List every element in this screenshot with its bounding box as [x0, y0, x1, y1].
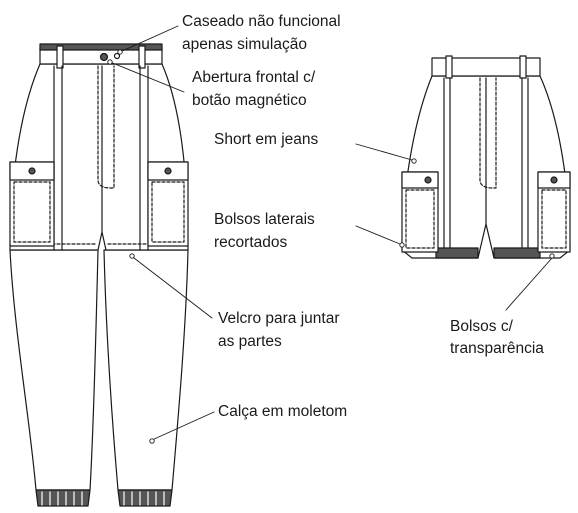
transparencia-line-2: transparência — [450, 340, 544, 357]
shorts-pocket-right-stitch — [541, 189, 567, 249]
transparencia-line-1: Bolsos c/ — [450, 318, 514, 335]
shorts-hem-band-left — [435, 247, 479, 259]
right-lower-leg — [103, 249, 189, 491]
belt-loop — [445, 55, 453, 79]
pocket-button-icon — [550, 176, 558, 184]
pocket-button-icon — [28, 167, 36, 175]
full-pants — [9, 43, 189, 507]
leader-bolsos-laterais — [355, 225, 401, 245]
leader-velcro — [133, 257, 213, 319]
pocket-button-icon — [164, 167, 172, 175]
shorts-pocket-left-stitch — [405, 189, 435, 249]
pocket-button-icon — [424, 176, 432, 184]
velcro-line-2: as partes — [218, 333, 282, 350]
abertura-line-1: Abertura frontal c/ — [192, 69, 316, 86]
leader-caseado — [119, 25, 179, 53]
cargo-pocket-right-stitch — [151, 181, 185, 243]
leader-transparencia — [505, 257, 553, 311]
annotation-bolsos-laterais: Bolsos laterais recortados — [214, 211, 315, 251]
belt-loop — [138, 45, 146, 69]
abertura-line-2: botão magnético — [192, 92, 307, 109]
leader-short — [355, 143, 413, 161]
annotation-abertura: Abertura frontal c/ botão magnético — [192, 69, 316, 109]
bolsos-laterais-line-1: Bolsos laterais — [214, 211, 315, 228]
caseado-line-1: Caseado não funcional — [182, 13, 341, 30]
pants-waistband-top-band — [39, 43, 163, 51]
belt-loop — [56, 45, 64, 69]
annotation-calca: Calça em moletom — [218, 403, 347, 420]
annotation-velcro: Velcro para juntar as partes — [218, 310, 340, 350]
annotation-bolsos-transparencia: Bolsos c/ transparência — [450, 318, 544, 357]
calca-line-1: Calça em moletom — [218, 403, 347, 420]
fly-stitch — [97, 65, 115, 189]
shorts-waistband — [431, 57, 541, 77]
leader-calca — [151, 411, 215, 441]
bolsos-laterais-line-2: recortados — [214, 234, 287, 251]
shorts-hem-band-right — [493, 247, 541, 259]
left-lower-leg — [9, 249, 99, 491]
cargo-pocket-left-stitch — [13, 181, 51, 243]
shorts-fly-stitch — [479, 77, 497, 189]
short-line-1: Short em jeans — [214, 131, 318, 148]
annotation-caseado: Caseado não funcional apenas simulação — [182, 13, 341, 53]
magnetic-button — [99, 52, 109, 62]
caseado-line-2: apenas simulação — [182, 36, 307, 53]
right-cuff — [117, 489, 173, 507]
velcro-line-1: Velcro para juntar — [218, 310, 340, 327]
buttonhole-dot — [113, 52, 121, 60]
annotation-short: Short em jeans — [214, 131, 318, 148]
leader-lines — [107, 25, 555, 444]
shorts-pocket-left-flap — [401, 171, 439, 189]
shorts — [401, 55, 571, 259]
leader-abertura — [109, 61, 185, 93]
left-cuff — [35, 489, 91, 507]
belt-loop — [519, 55, 527, 79]
